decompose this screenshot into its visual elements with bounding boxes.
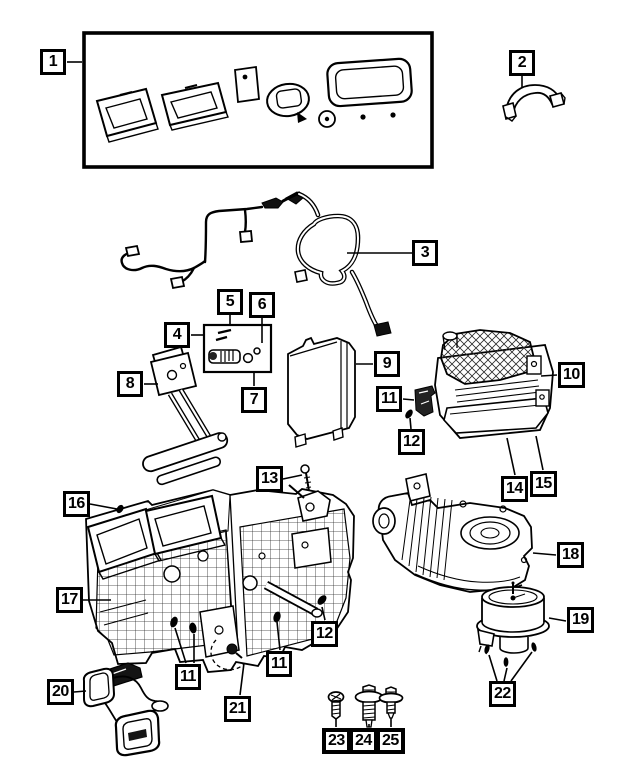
callout-17[interactable]: 17 xyxy=(56,587,83,613)
callout-10[interactable]: 10 xyxy=(558,362,585,388)
callout-5[interactable]: 5 xyxy=(217,289,243,315)
callout-14[interactable]: 14 xyxy=(501,476,528,502)
blower-screws-illustration xyxy=(484,642,537,667)
callout-19[interactable]: 19 xyxy=(567,607,594,633)
duct-strap-illustration xyxy=(502,84,566,122)
evaporator-illustration xyxy=(287,336,356,448)
callout-1[interactable]: 1 xyxy=(40,49,66,75)
callout-12-b[interactable]: 12 xyxy=(311,621,338,647)
callout-11-a[interactable]: 11 xyxy=(376,386,402,412)
callout-20[interactable]: 20 xyxy=(47,679,74,705)
callout-12-a[interactable]: 12 xyxy=(398,429,425,455)
callout-2[interactable]: 2 xyxy=(509,50,535,76)
heater-core-illustration xyxy=(142,345,229,486)
callout-23[interactable]: 23 xyxy=(322,728,351,754)
screw-13-illustration xyxy=(300,464,312,492)
lower-housing-illustration xyxy=(372,473,533,593)
callout-3[interactable]: 3 xyxy=(412,240,438,266)
leader-lines xyxy=(67,61,567,727)
bracket-11a-illustration xyxy=(405,385,436,419)
grommet-illustration xyxy=(210,639,245,671)
callout-4[interactable]: 4 xyxy=(164,322,190,348)
callout-11-b[interactable]: 11 xyxy=(175,664,201,690)
wiring-harness-illustration xyxy=(120,191,392,337)
callout-25[interactable]: 25 xyxy=(376,728,405,754)
upper-housing-illustration xyxy=(434,329,554,439)
fasteners-illustration xyxy=(327,684,404,728)
callout-15[interactable]: 15 xyxy=(530,471,557,497)
floor-duct-illustration xyxy=(82,662,169,757)
callout-18[interactable]: 18 xyxy=(557,542,584,568)
callout-7[interactable]: 7 xyxy=(241,387,267,413)
callout-16[interactable]: 16 xyxy=(63,491,90,517)
callout-9[interactable]: 9 xyxy=(374,351,400,377)
actuator-kit-box-illustration xyxy=(202,323,273,374)
seal-kit-box-illustration xyxy=(82,31,434,169)
callout-21[interactable]: 21 xyxy=(224,696,251,722)
callout-24[interactable]: 24 xyxy=(349,728,378,754)
callout-13[interactable]: 13 xyxy=(256,466,283,492)
callout-6[interactable]: 6 xyxy=(249,292,275,318)
blower-motor-illustration xyxy=(476,581,550,655)
callout-11-c[interactable]: 11 xyxy=(266,651,292,677)
callout-8[interactable]: 8 xyxy=(117,371,143,397)
callout-22[interactable]: 22 xyxy=(489,681,516,707)
